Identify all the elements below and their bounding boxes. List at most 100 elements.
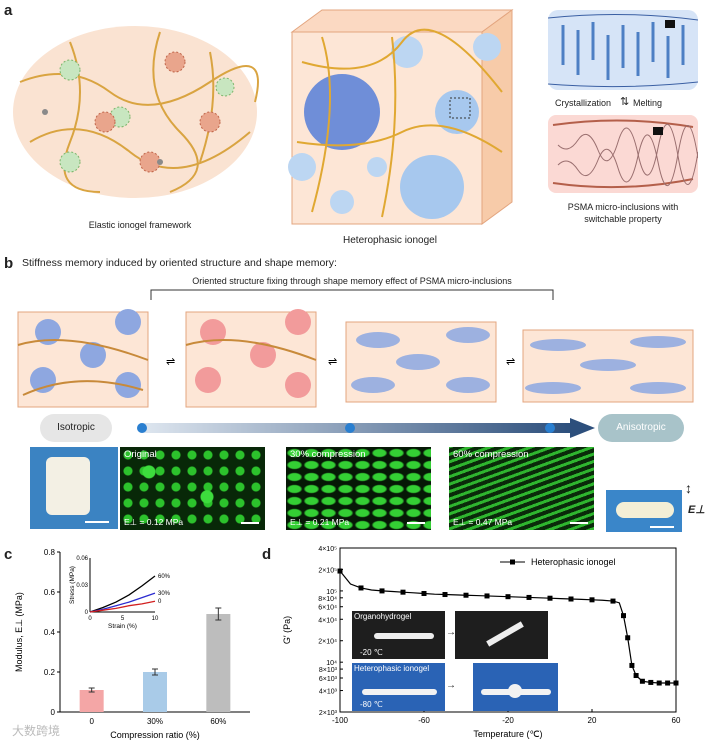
y-tick-label: 2×10⁵ — [318, 567, 337, 574]
melted-state-illustration — [548, 115, 698, 193]
isotropic-badge: Isotropic — [40, 414, 112, 442]
data-point — [656, 680, 662, 686]
crystalline-state-illustration — [548, 10, 698, 90]
inset-series-label: 60% — [158, 574, 171, 580]
x-tick-label: 20 — [588, 716, 597, 725]
inset-series-line — [89, 592, 156, 613]
inclusions-caption-1: PSMA micro-inclusions with — [567, 202, 679, 212]
anisotropic-sample-photo — [606, 490, 682, 532]
y-tick-label: 8×10³ — [319, 667, 338, 674]
data-point — [648, 679, 654, 685]
data-point — [358, 585, 364, 591]
inset-x-tick: 10 — [152, 616, 159, 622]
x-axis-label: Temperature (℃) — [473, 729, 542, 739]
panel-c-letter: c — [4, 546, 13, 563]
y-axis-label: G′ (Pa) — [282, 616, 292, 644]
organohydrogel-photo: Organohydrogel -20 ℃ — [352, 611, 445, 659]
data-point — [639, 678, 645, 684]
melting-label: Melting — [633, 98, 663, 108]
inset-y-tick: 0 — [85, 610, 89, 616]
data-point — [629, 662, 635, 668]
data-point — [400, 589, 406, 595]
progress-arrow — [137, 418, 595, 438]
panel-d-letter: d — [262, 546, 272, 563]
micrograph-original: Original E⊥ = 0.12 MPa — [120, 447, 265, 530]
svg-text:⇌: ⇌ — [506, 356, 515, 368]
y-axis-label: Modulus, E⊥ (MPa) — [14, 592, 24, 672]
panel-b-letter: b — [4, 255, 14, 272]
heterophasic-photo: Heterophasic ionogel -80 ℃ — [352, 663, 445, 711]
svg-text:⇌: ⇌ — [166, 356, 175, 368]
e-perp-label: E⊥ — [688, 504, 705, 516]
data-point — [526, 594, 532, 600]
x-tick-label: -60 — [418, 716, 430, 725]
y-tick-label: 0.6 — [44, 588, 56, 597]
y-tick-label: 0.2 — [44, 668, 56, 677]
inset-series-line — [89, 600, 156, 613]
inclusions-caption-2: switchable property — [584, 214, 662, 224]
micrograph-60-compression: 60% compression E⊥ = 0.47 MPa — [449, 447, 594, 530]
inset-y-tick: 0.03 — [76, 583, 88, 589]
y-tick-label: 2×10⁴ — [318, 639, 337, 646]
x-tick-label: 60 — [672, 716, 681, 725]
watermark: 大数跨境 — [12, 724, 61, 738]
heterophasic-cube-illustration — [288, 9, 514, 225]
data-point — [547, 595, 553, 601]
inset-y-label: Stress (MPa) — [69, 566, 76, 604]
photo-arrow-icon: → — [446, 627, 456, 638]
bracket-line — [150, 289, 554, 300]
x-axis-label: Compression ratio (%) — [110, 730, 200, 740]
y-tick-label: 6×10³ — [319, 676, 338, 683]
x-tick-label: 30% — [147, 717, 163, 726]
framework-caption: Elastic ionogel framework — [88, 220, 192, 230]
y-tick-label: 0.8 — [44, 548, 56, 557]
elastic-framework-illustration — [13, 26, 259, 198]
data-point — [442, 592, 448, 598]
y-tick-label: 4×10³ — [319, 689, 338, 696]
y-tick-label: 0 — [51, 708, 56, 717]
isotropic-sample-photo — [30, 447, 118, 529]
y-tick-label: 2×10³ — [319, 710, 338, 717]
bracket-label: Oriented structure fixing through shape … — [192, 276, 512, 286]
e-perp-arrow-icon: ↕ — [685, 480, 692, 496]
data-point — [673, 680, 679, 686]
x-tick-label: 0 — [89, 717, 94, 726]
y-tick-label: 10⁵ — [326, 589, 337, 596]
anisotropic-badge: Anisotropic — [598, 414, 684, 442]
bar — [143, 672, 167, 712]
svg-text:⇌: ⇌ — [328, 356, 337, 368]
crystallization-label: Crystallization — [555, 98, 612, 108]
organohydrogel-bent-photo — [455, 611, 548, 659]
data-point — [337, 568, 343, 574]
data-point — [505, 594, 511, 600]
x-tick-label: 60% — [210, 717, 226, 726]
lock-icon — [665, 20, 675, 28]
y-tick-label: 4×10⁵ — [318, 546, 337, 553]
data-point — [625, 635, 631, 641]
inset-x-tick: 0 — [88, 616, 92, 622]
x-tick-label: -20 — [502, 716, 514, 725]
data-point — [610, 598, 616, 604]
structure-sequence: ⇌ ⇌ ⇌ — [17, 309, 694, 408]
data-point — [568, 596, 574, 602]
bar — [206, 614, 231, 712]
inset-x-tick: 5 — [121, 616, 125, 622]
data-point — [379, 588, 385, 594]
micrograph-30-compression: 30% compression E⊥ = 0.21 MPa — [286, 447, 431, 530]
y-tick-label: 0.4 — [44, 628, 56, 637]
data-point — [421, 590, 427, 596]
bar — [79, 690, 104, 712]
y-tick-label: 4×10⁴ — [318, 617, 337, 624]
y-tick-label: 8×10⁴ — [318, 596, 337, 603]
data-point — [463, 592, 469, 598]
inset-series-label: 30% — [158, 591, 171, 597]
inset-series-line — [89, 575, 156, 613]
inset-x-label: Strain (%) — [108, 623, 137, 630]
inset-y-tick: 0.06 — [76, 556, 88, 562]
x-tick-label: -100 — [332, 716, 349, 725]
inset-series-label: 0 — [158, 599, 162, 605]
data-point — [665, 680, 671, 686]
unlock-icon — [653, 127, 663, 135]
